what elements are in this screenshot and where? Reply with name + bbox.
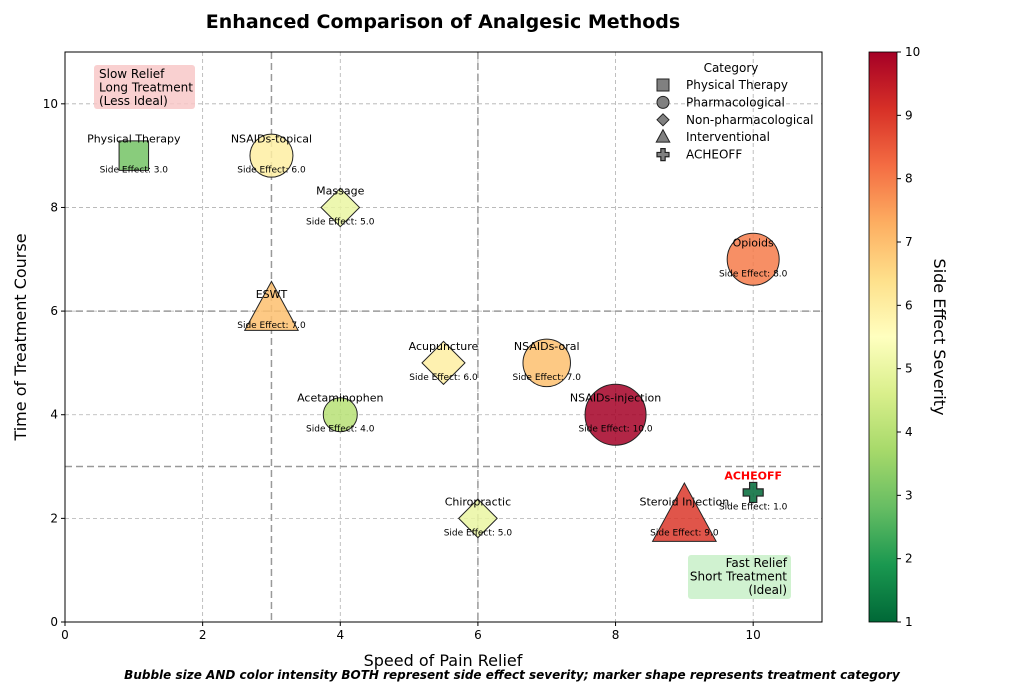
y-tick-label: 8 <box>50 200 58 214</box>
y-tick-label: 10 <box>43 97 58 111</box>
y-tick-label: 4 <box>50 408 58 422</box>
colorbar-gradient-bar <box>868 51 898 623</box>
legend-title: Category <box>704 61 759 75</box>
colorbar-tick-label: 10 <box>905 45 920 59</box>
colorbar-tick-label: 3 <box>905 488 913 502</box>
point-label-acetaminophen: Acetaminophen <box>297 392 383 405</box>
colorbar: Side Effect Severity 1 2 3 4 5 6 7 8 9 10 <box>868 45 949 629</box>
point-label-chiropractic: Chiropractic <box>445 495 511 508</box>
point-label-eswt: ESWT <box>256 288 288 301</box>
data-point-steroid-injection <box>651 482 717 542</box>
legend-label-pharmacological: Pharmacological <box>686 95 785 109</box>
annotation-top-left-line: (Less Ideal) <box>99 94 168 108</box>
data-point-physical-therapy <box>118 140 150 171</box>
x-axis-label: Speed of Pain Relief <box>364 651 523 670</box>
point-side-effect-nsaids-injection: Side Effect: 10.0 <box>578 425 652 435</box>
data-point-opioids <box>726 232 780 286</box>
colorbar-label: Side Effect Severity <box>930 259 949 416</box>
colorbar-tick-label: 8 <box>905 172 913 186</box>
colorbar-tick-label: 9 <box>905 108 913 122</box>
annotation-bottom-right-line: (Ideal) <box>748 583 787 597</box>
data-point-acetaminophen <box>322 397 358 433</box>
point-side-effect-physical-therapy: Side Effect: 3.0 <box>100 166 169 176</box>
point-side-effect-acupuncture: Side Effect: 6.0 <box>409 373 478 383</box>
x-tick-label: 2 <box>199 628 207 642</box>
y-tick-label: 2 <box>50 511 58 525</box>
y-tick-label: 0 <box>50 615 58 629</box>
legend-label-acheoff: ACHEOFF <box>686 148 742 162</box>
y-axis-label: Time of Treatment Course <box>11 233 30 441</box>
data-point-chiropractic <box>457 498 498 539</box>
colorbar-tick-label: 4 <box>905 425 913 439</box>
point-label-massage: Massage <box>316 184 364 197</box>
chart-caption: Bubble size AND color intensity BOTH rep… <box>124 668 901 682</box>
colorbar-tick-label: 6 <box>905 298 913 312</box>
x-tick-label: 10 <box>746 628 761 642</box>
annotation-bottom-right-line: Short Treatment <box>690 570 787 584</box>
point-label-nsaids-injection: NSAIDs-injection <box>570 392 661 405</box>
colorbar-tick-label: 1 <box>905 615 913 629</box>
point-label-acupuncture: Acupuncture <box>409 340 479 353</box>
legend-label-interventional: Interventional <box>686 130 770 144</box>
data-point-acupuncture <box>421 340 466 386</box>
annotation-top-left-line: Long Treatment <box>99 81 193 95</box>
annotation-bottom-right-line: Fast Relief <box>726 556 788 570</box>
point-side-effect-opioids: Side Effect: 8.0 <box>719 269 788 279</box>
colorbar-tick-label: 7 <box>905 235 913 249</box>
legend-marker-interventional <box>655 128 671 143</box>
annotation-box-top-left <box>94 65 195 109</box>
point-side-effect-eswt: Side Effect: 7.0 <box>237 321 306 331</box>
legend-marker-non-pharmacological <box>656 113 670 127</box>
point-label-nsaids-oral: NSAIDs-oral <box>514 340 580 353</box>
x-tick-label: 4 <box>336 628 344 642</box>
x-tick-label: 6 <box>474 628 482 642</box>
x-tick-label: 0 <box>61 628 69 642</box>
data-point-nsaids-injection <box>584 383 647 446</box>
data-point-nsaids-oral <box>522 338 571 388</box>
chart-title: Enhanced Comparison of Analgesic Methods <box>206 11 680 33</box>
data-point-eswt <box>243 280 300 331</box>
point-side-effect-acetaminophen: Side Effect: 4.0 <box>306 425 375 435</box>
data-point-nsaids-topical <box>249 133 294 178</box>
point-label-physical-therapy: Physical Therapy <box>87 133 181 146</box>
legend: Category Physical TherapyPharmacological… <box>655 61 813 162</box>
point-side-effect-chiropractic: Side Effect: 5.0 <box>444 528 513 538</box>
point-label-steroid-injection: Steroid Injection <box>639 495 729 508</box>
point-side-effect-acheoff: Side Effect: 1.0 <box>719 502 788 512</box>
legend-marker-physical-therapy <box>656 78 670 92</box>
point-side-effect-nsaids-topical: Side Effect: 6.0 <box>237 166 306 176</box>
x-tick-label: 8 <box>612 628 620 642</box>
colorbar-tick-label: 5 <box>905 362 913 376</box>
annotation-box-bottom-right <box>688 555 791 599</box>
legend-label-physical-therapy: Physical Therapy <box>686 78 788 92</box>
legend-marker-acheoff <box>656 148 670 162</box>
point-side-effect-steroid-injection: Side Effect: 9.0 <box>650 528 719 538</box>
annotation-top-left-line: Slow Relief <box>99 67 165 81</box>
data-point-acheoff <box>742 481 764 504</box>
point-label-nsaids-topical: NSAIDs-topical <box>231 133 312 146</box>
data-point-massage <box>320 187 361 228</box>
colorbar-tick-label: 2 <box>905 552 913 566</box>
legend-label-non-pharmacological: Non-pharmacological <box>686 113 813 127</box>
y-tick-label: 6 <box>50 304 58 318</box>
point-side-effect-nsaids-oral: Side Effect: 7.0 <box>513 373 582 383</box>
legend-marker-pharmacological <box>656 95 670 109</box>
point-label-acheoff: ACHEOFF <box>724 469 782 482</box>
plot-frame <box>64 51 823 623</box>
point-label-opioids: Opioids <box>733 236 774 249</box>
point-side-effect-massage: Side Effect: 5.0 <box>306 217 375 227</box>
